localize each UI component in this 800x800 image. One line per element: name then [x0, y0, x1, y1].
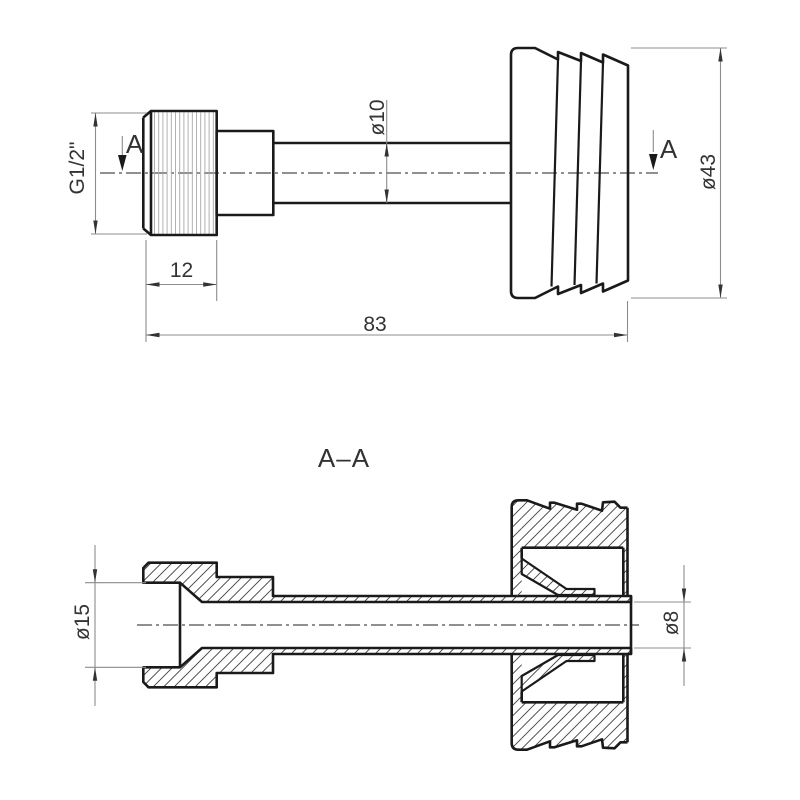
cap-grip-barb-top	[520, 557, 596, 597]
section-arrow-left-head	[118, 155, 127, 171]
shaft	[273, 141, 511, 205]
socket-diameter-label: ø15	[71, 604, 94, 640]
ribbed-cap-section	[510, 499, 629, 751]
cap-diameter-label: ø43	[697, 154, 720, 190]
cap-rib-lines	[550, 59, 605, 287]
thread-texture-lines	[154, 112, 214, 235]
section-title: A–A	[318, 443, 370, 473]
dimension-thread: G1/2"	[66, 112, 147, 235]
bore-diameter-label: ø8	[660, 611, 683, 636]
section-arrow-right-head	[649, 154, 658, 170]
ribbed-cap	[509, 46, 630, 300]
section-arrow-left: A	[118, 129, 144, 171]
side-view: A A G1/2" 12	[66, 46, 727, 342]
cap-section-bottom-edge	[510, 738, 628, 751]
dimension-socket-diameter: ø15	[71, 545, 146, 706]
thread-dimension-label: G1/2"	[66, 142, 89, 195]
section-view: A–A	[71, 443, 691, 751]
cap-section-top-edge	[510, 499, 628, 512]
dimension-overall-length: 83	[146, 301, 629, 342]
cap-grip-barb-bottom	[520, 653, 596, 693]
shaft-diameter-label: ø10	[366, 99, 389, 135]
fitting-body-section	[142, 561, 633, 689]
section-arrow-left-label: A	[126, 129, 144, 159]
dimension-cap-diameter: ø43	[631, 47, 727, 299]
dimension-shaft-diameter: ø10	[366, 99, 389, 203]
dimension-bore-diameter: ø8	[634, 565, 691, 686]
dimension-head-length: 12	[145, 240, 218, 342]
overall-length-label: 83	[363, 313, 386, 336]
head-length-label: 12	[170, 259, 193, 282]
section-arrow-right: A	[649, 130, 678, 170]
threaded-head	[142, 109, 218, 237]
section-arrow-right-label: A	[660, 134, 678, 164]
step-cylinder	[215, 129, 275, 217]
